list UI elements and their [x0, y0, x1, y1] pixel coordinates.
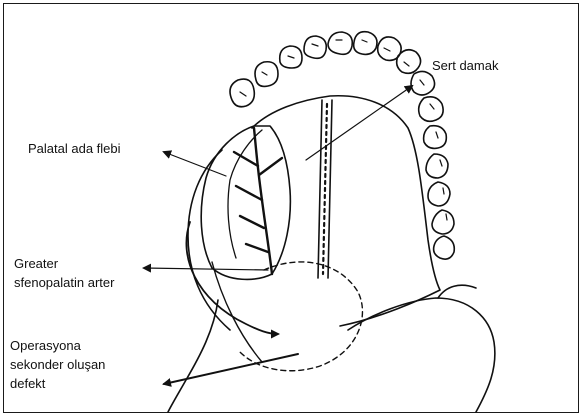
label-defekt-line2: sekonder oluşan [10, 355, 105, 374]
midline-suture [318, 100, 332, 278]
label-defekt: Operasyona sekonder oluşan defekt [10, 336, 105, 393]
defekt-arrow [164, 354, 298, 384]
label-greater-artery: Greater sfenopalatin arter [14, 254, 114, 292]
label-greater-line2: sfenopalatin arter [14, 273, 114, 292]
artery-arrow [144, 268, 268, 270]
label-defekt-line1: Operasyona [10, 336, 105, 355]
label-palatal-ada-flebi: Palatal ada flebi [28, 139, 121, 158]
soft-palate-contour [348, 298, 495, 412]
teeth-row [230, 32, 454, 259]
label-greater-line1: Greater [14, 254, 114, 273]
label-sert-damak: Sert damak [432, 56, 498, 75]
palate-outline [252, 96, 440, 326]
label-sert-damak-text: Sert damak [432, 56, 498, 75]
artery-branches [234, 128, 282, 274]
label-defekt-line3: defekt [10, 374, 105, 393]
oral-outline-left [188, 150, 230, 330]
palatal-flap [201, 126, 290, 279]
tooth-detail [240, 40, 447, 220]
label-palatal-ada-flebi-text: Palatal ada flebi [28, 139, 121, 158]
